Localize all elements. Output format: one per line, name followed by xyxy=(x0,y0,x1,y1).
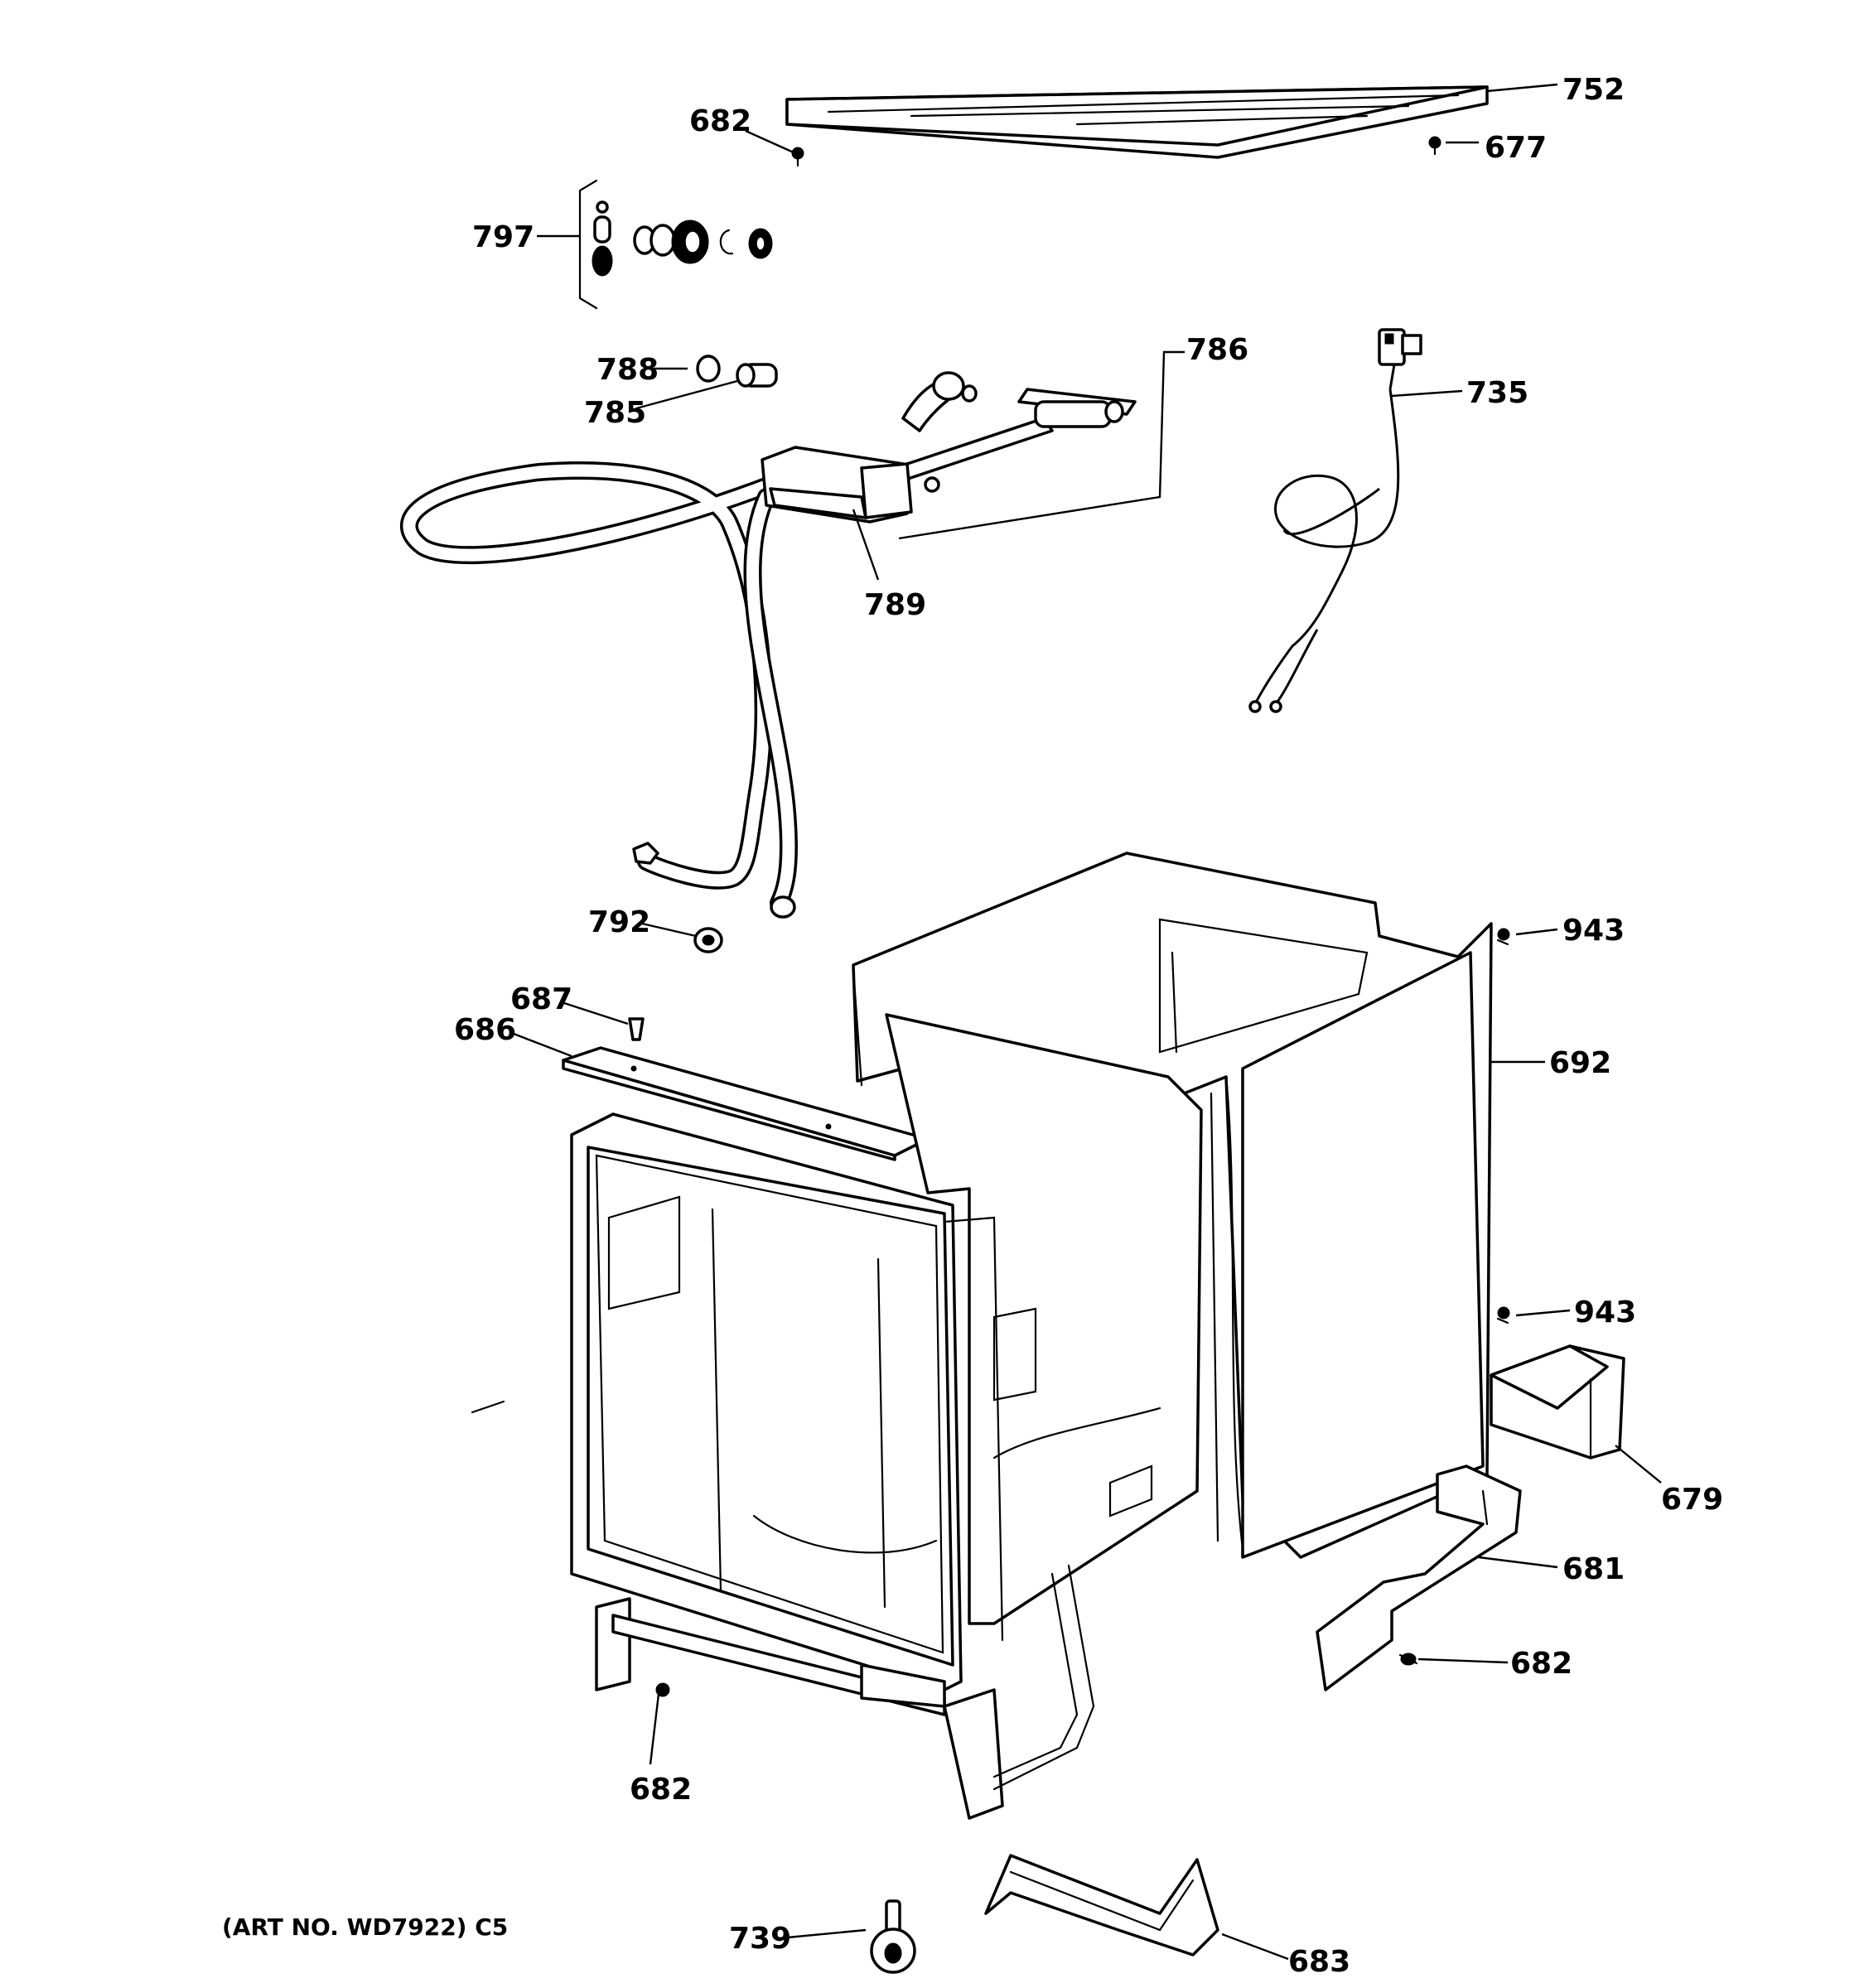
part-752-top-panel xyxy=(785,85,1489,159)
callout-687: 687 xyxy=(510,982,572,1016)
callout-797: 797 xyxy=(472,220,534,254)
callout-679: 679 xyxy=(1661,1483,1723,1517)
part-682-screw-bottom xyxy=(655,1682,670,1697)
part-681-rail xyxy=(1316,1464,1522,1691)
part-687-screw xyxy=(628,1017,645,1041)
callout-682-right: 682 xyxy=(1510,1647,1572,1681)
part-682-screw-right xyxy=(1398,1653,1418,1666)
part-785-fitting xyxy=(736,363,778,388)
callout-677: 677 xyxy=(1485,131,1547,165)
part-683-toe-bracket xyxy=(984,1854,1219,1957)
callout-692: 692 xyxy=(1549,1046,1611,1080)
callout-789: 789 xyxy=(864,588,926,622)
callout-735: 735 xyxy=(1466,376,1528,410)
part-797-fitting-kit xyxy=(578,179,773,310)
callout-943-top: 943 xyxy=(1562,914,1625,948)
part-692-enclosure xyxy=(852,852,1493,1559)
part-735-power-cord xyxy=(1248,328,1422,713)
part-943-screw-bottom xyxy=(1496,1306,1510,1325)
part-739-leveling-leg xyxy=(870,1899,916,1974)
callout-686: 686 xyxy=(454,1013,516,1047)
part-682-screw-top xyxy=(791,147,804,167)
callout-739: 739 xyxy=(729,1922,791,1956)
callout-943-bottom: 943 xyxy=(1574,1296,1636,1329)
scan-specks xyxy=(471,1400,505,1414)
callout-785: 785 xyxy=(584,396,646,430)
part-677-screw xyxy=(1428,136,1441,156)
part-788-o-ring xyxy=(696,355,721,383)
callout-683: 683 xyxy=(1288,1945,1350,1979)
part-686-bracket xyxy=(562,1046,930,1161)
callout-682-bottom: 682 xyxy=(630,1773,692,1807)
tub-frame xyxy=(570,1013,1203,1820)
part-943-screw-top xyxy=(1496,928,1510,946)
art-number: (ART NO. WD7922) C5 xyxy=(222,1913,508,1941)
part-786-hose-assembly xyxy=(399,371,1137,919)
callout-788: 788 xyxy=(596,353,659,387)
callout-681: 681 xyxy=(1562,1552,1625,1586)
part-792-nut xyxy=(693,927,723,953)
callout-786: 786 xyxy=(1186,333,1248,367)
callout-792: 792 xyxy=(588,905,650,939)
part-679-block xyxy=(1490,1344,1625,1460)
leader-lines xyxy=(513,83,1662,1961)
callout-752: 752 xyxy=(1562,73,1625,107)
callout-682-top: 682 xyxy=(689,104,751,138)
